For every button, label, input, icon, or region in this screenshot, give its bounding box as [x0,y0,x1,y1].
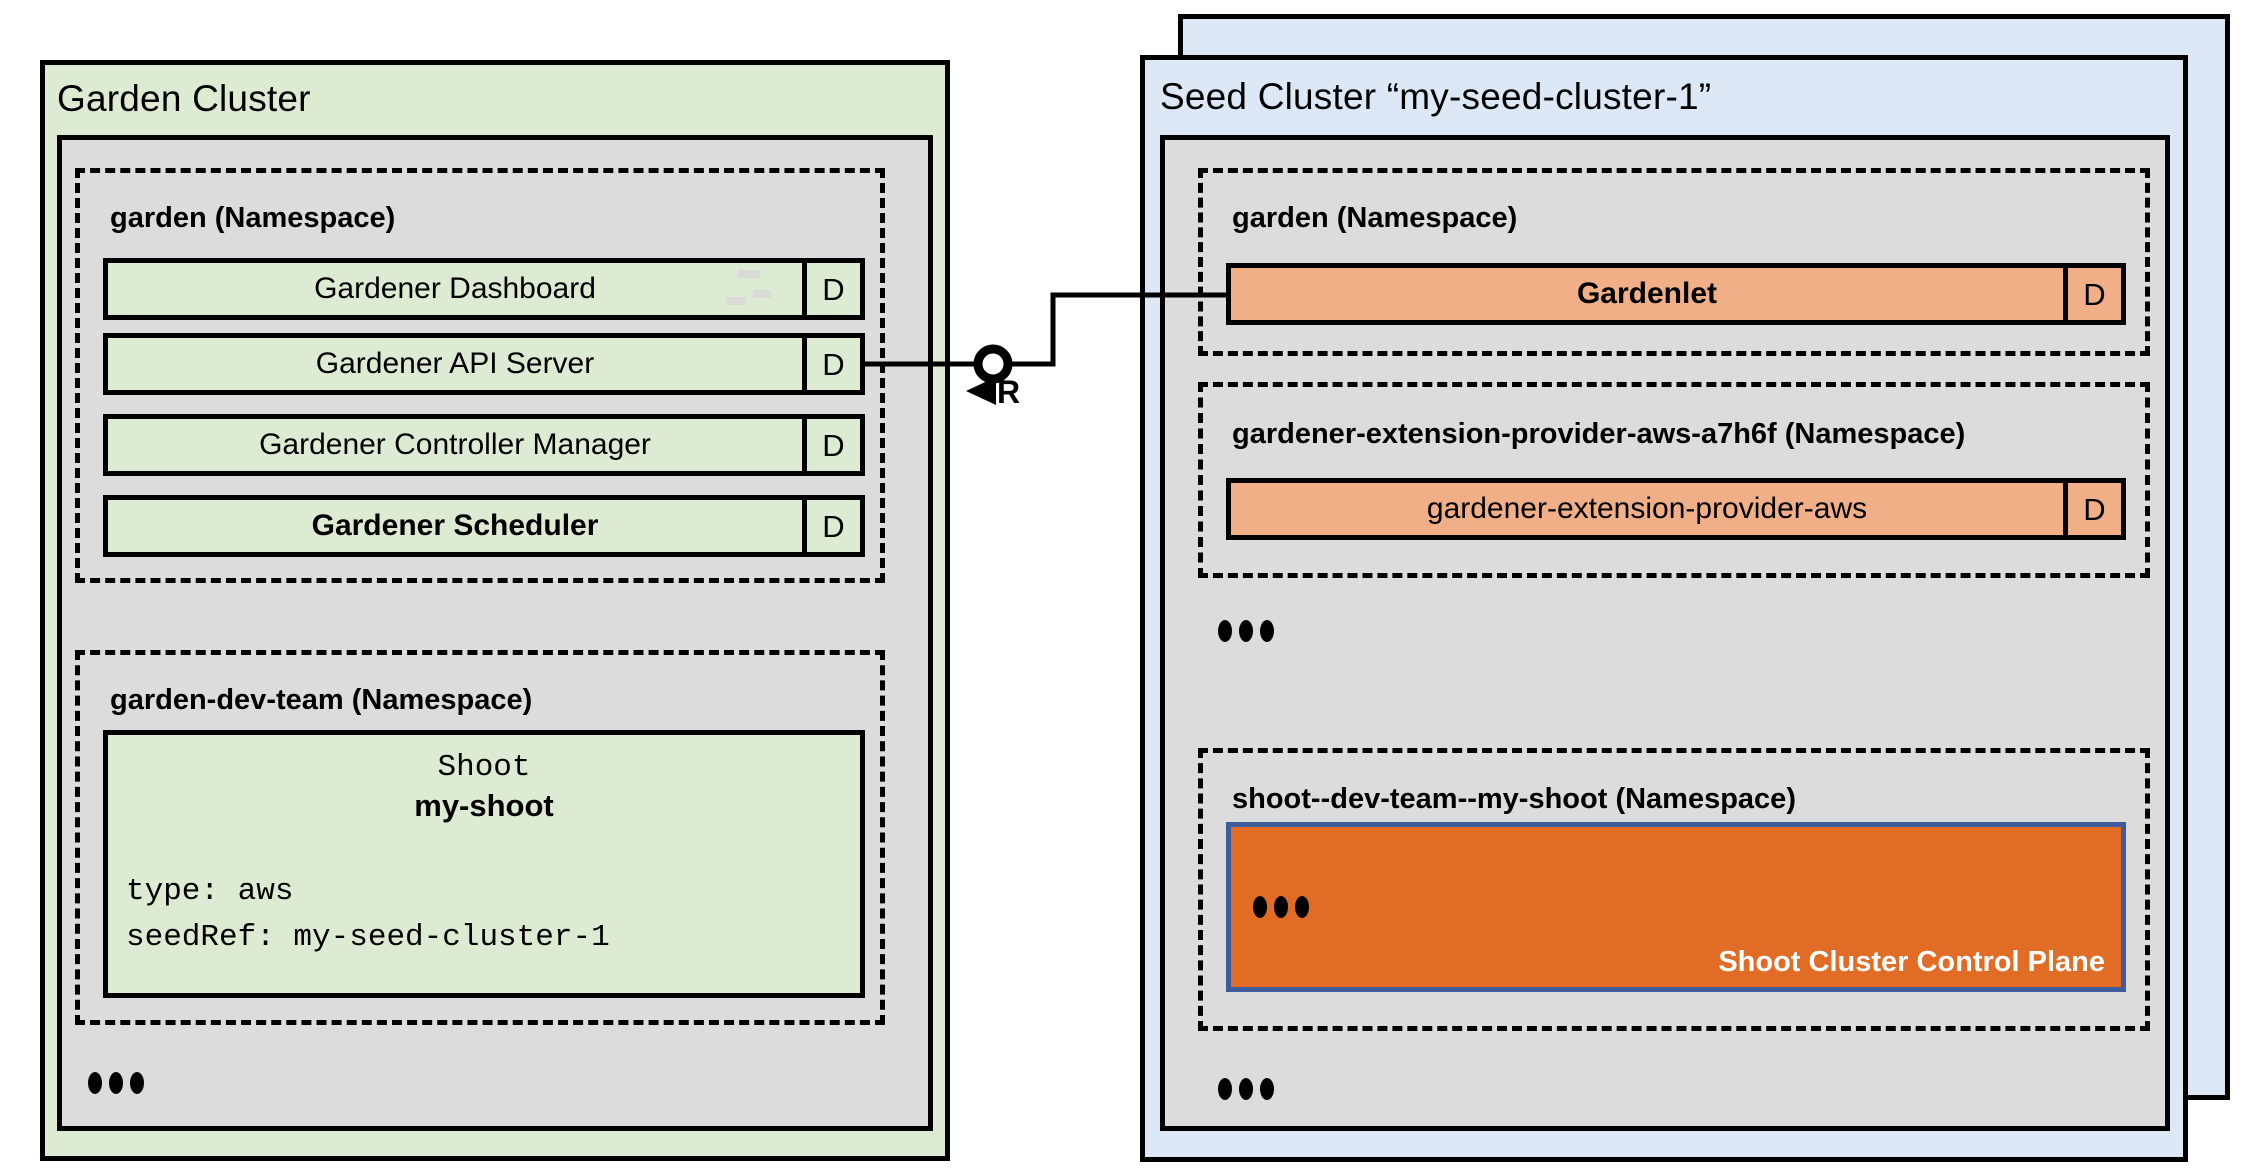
seed-cluster-title: Seed Cluster “my-seed-cluster-1” [1160,76,1712,117]
component-label: Gardener Scheduler [311,509,599,542]
interface-socket-icon [973,344,1013,384]
component-label: Gardener Dashboard [314,272,596,305]
deployment-badge: D [2063,483,2121,535]
deployment-badge: D [802,500,860,552]
component-label: Gardener API Server [315,347,595,380]
seed-garden-namespace-title: garden (Namespace) [1232,202,1518,234]
dot [1295,896,1309,918]
control-plane-more-indicator [1253,896,1309,918]
dot [1253,896,1267,918]
dot [109,1072,123,1094]
dot [1260,1078,1274,1100]
deployment-badge: D [802,263,860,315]
dot [1239,620,1253,642]
shoot-kind: Shoot [437,750,531,785]
seed-extension-namespace-box [1198,382,2150,578]
garden-cluster-title: Garden Cluster [57,78,311,119]
shoot-spec-line-seedref: seedRef: my-seed-cluster-1 [126,920,610,956]
garden-namespace-box [75,168,885,583]
component-label: Gardenlet [1576,277,1718,310]
dot [1274,896,1288,918]
garden-dev-team-namespace-title: garden-dev-team (Namespace) [110,684,533,716]
deployment-badge: D [2063,268,2121,320]
shoot-resource-card[interactable]: Shoot my-shoot type: aws seedRef: my-see… [103,730,865,998]
interface-label: R [997,374,1020,410]
garden-dev-team-namespace-box [75,650,885,1025]
seed-shoot-namespace-title: shoot--dev-team--my-shoot (Namespace) [1232,783,1796,815]
component-gardener-scheduler[interactable]: Gardener Scheduler D [103,495,865,557]
component-gardener-controller-manager[interactable]: Gardener Controller Manager D [103,414,865,476]
seed-cluster-more-indicator-middle [1218,620,1274,642]
component-gardener-api-server[interactable]: Gardener API Server D [103,333,865,395]
component-label: gardener-extension-provider-aws [1426,492,1868,525]
component-gardener-extension-provider-aws[interactable]: gardener-extension-provider-aws D [1226,478,2126,540]
garden-namespace-title: garden (Namespace) [110,202,396,234]
component-gardenlet[interactable]: Gardenlet D [1226,263,2126,325]
seed-cluster-more-indicator-bottom [1218,1078,1274,1100]
deployment-badge: D [802,419,860,471]
garden-cluster-more-indicator [88,1072,144,1094]
seed-extension-namespace-title: gardener-extension-provider-aws-a7h6f (N… [1232,418,1966,450]
shoot-name: my-shoot [414,787,554,823]
arrowhead-icon [966,377,996,405]
dot [1218,1078,1232,1100]
seed-garden-namespace-box [1198,168,2150,356]
component-gardener-dashboard[interactable]: Gardener Dashboard D [103,258,865,320]
dot [88,1072,102,1094]
render-artifact-mark [726,297,746,305]
dot [1239,1078,1253,1100]
deployment-badge: D [802,338,860,390]
dot [1218,620,1232,642]
dot [1260,620,1274,642]
shoot-cluster-control-plane[interactable]: Shoot Cluster Control Plane [1226,822,2126,992]
component-label: Gardener Controller Manager [259,428,651,461]
render-artifact-mark [753,290,771,298]
seed-shoot-namespace-box [1198,748,2150,1031]
render-artifact-mark [738,270,760,278]
dot [130,1072,144,1094]
shoot-spec-line-type: type: aws [126,873,294,909]
control-plane-label: Shoot Cluster Control Plane [1718,946,2105,978]
